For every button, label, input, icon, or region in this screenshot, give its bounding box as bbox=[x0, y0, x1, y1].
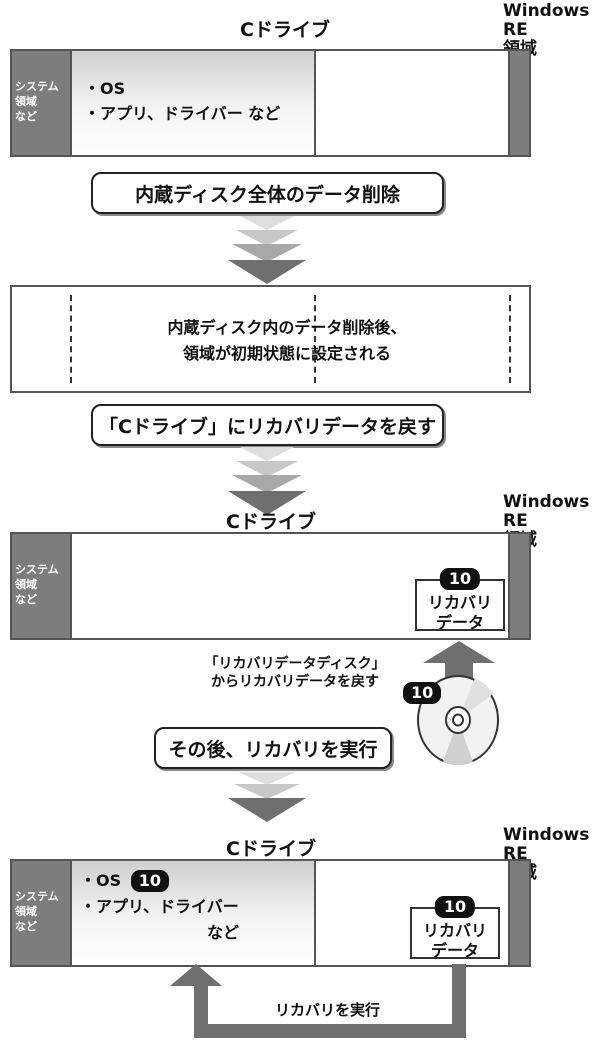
step-run-recovery-label: その後、リカバリを実行 bbox=[168, 738, 378, 761]
c-drive-title-4: Cドライブ bbox=[226, 838, 316, 860]
recovery-data-box-4: 10 リカバリ データ bbox=[410, 896, 500, 960]
winre-label-3-line1: Windows RE bbox=[503, 492, 590, 531]
system-area-4-line3: など bbox=[15, 920, 37, 933]
winre-partition-3 bbox=[508, 534, 529, 638]
system-area-3-line2: 領域 bbox=[15, 578, 37, 591]
recovery-line2-3: データ bbox=[435, 613, 484, 632]
down-arrow-2-icon bbox=[228, 447, 306, 515]
disk-caption-line2: からリカバリデータを戻す bbox=[211, 674, 379, 690]
step-delete-disk-label: 内蔵ディスク全体のデータ削除 bbox=[135, 183, 400, 206]
disk-bar-4: システム 領域 など ・OS 10 ・アプリ、ドライバー など 10 リカバリ … bbox=[10, 859, 531, 967]
system-area-1-line1: システム bbox=[15, 80, 59, 93]
system-area-3-line3: など bbox=[15, 593, 37, 606]
system-area-3: システム 領域 など bbox=[12, 534, 72, 638]
run-recovery-arrow-icon bbox=[170, 964, 466, 1038]
system-area-4-line2: 領域 bbox=[15, 905, 37, 918]
recovery-line1-4: リカバリ bbox=[422, 921, 487, 940]
disk-bar-1: システム 領域 など ・OS ・アプリ、ドライバー など bbox=[10, 49, 531, 157]
system-area-3-line1: システム bbox=[15, 563, 59, 576]
os-partition-4: ・OS 10 ・アプリ、ドライバー など bbox=[72, 861, 316, 965]
divider-dashed-2 bbox=[314, 295, 316, 383]
disk-caption-line1: 「リカバリデータディスク」 bbox=[204, 656, 386, 672]
system-area-1-line3: など bbox=[15, 110, 37, 123]
step-restore-c-drive: 「Cドライブ」にリカバリデータを戻す bbox=[91, 404, 444, 446]
c-drive-title-1: Cドライブ bbox=[240, 19, 330, 41]
run-recovery-label: リカバリを実行 bbox=[275, 1001, 381, 1019]
winre-label-4-line1: Windows RE bbox=[503, 825, 590, 864]
os-partition-1: ・OS ・アプリ、ドライバー など bbox=[72, 51, 316, 155]
recovery-line1-3: リカバリ bbox=[427, 593, 492, 612]
os-item-1: ・OS bbox=[84, 79, 126, 98]
reset-message: 内蔵ディスク内のデータ削除後、 領域が初期状態に設定される bbox=[132, 315, 442, 367]
recovery-badge-4: 10 bbox=[434, 896, 476, 918]
divider-dashed-1 bbox=[70, 295, 72, 383]
recovery-line2-4: データ bbox=[430, 941, 479, 960]
disk-caption: 「リカバリデータディスク」 からリカバリデータを戻す bbox=[175, 655, 415, 691]
disk-bar-2: 内蔵ディスク内のデータ削除後、 領域が初期状態に設定される bbox=[10, 285, 531, 393]
system-area-1-line2: 領域 bbox=[15, 95, 37, 108]
apps-item-1: ・アプリ、ドライバー など bbox=[84, 104, 281, 123]
apps-item-4: ・アプリ、ドライバー bbox=[80, 897, 239, 916]
system-area-4-line1: システム bbox=[15, 890, 59, 903]
down-arrow-1-icon bbox=[228, 216, 306, 284]
reset-message-line2: 領域が初期状態に設定される bbox=[182, 344, 391, 363]
disk-bar-3: システム 領域 など 10 リカバリ データ bbox=[10, 532, 531, 640]
os-item-4-label: ・OS bbox=[80, 871, 122, 890]
system-area-4: システム 領域 など bbox=[12, 861, 72, 965]
os-badge-4: 10 bbox=[130, 870, 169, 892]
recovery-data-box-3: 10 リカバリ データ bbox=[415, 568, 505, 632]
c-drive-title-3: Cドライブ bbox=[226, 511, 316, 533]
winre-partition-1 bbox=[508, 51, 529, 155]
divider-dashed-3 bbox=[509, 295, 511, 383]
winre-label-1-line1: Windows RE bbox=[503, 1, 590, 40]
apps-item-4-suffix: など bbox=[207, 923, 240, 942]
os-item-4: ・OS 10 bbox=[80, 869, 169, 893]
reset-message-line1: 内蔵ディスク内のデータ削除後、 bbox=[167, 318, 407, 337]
step-restore-c-drive-label: 「Cドライブ」にリカバリデータを戻す bbox=[99, 415, 436, 438]
disk-badge: 10 bbox=[403, 682, 442, 704]
winre-partition-4 bbox=[508, 861, 529, 965]
system-area-1: システム 領域 など bbox=[12, 51, 72, 155]
recovery-badge-3: 10 bbox=[439, 568, 481, 590]
step-delete-disk: 内蔵ディスク全体のデータ削除 bbox=[91, 172, 444, 214]
down-arrow-3-icon bbox=[228, 772, 306, 822]
step-run-recovery: その後、リカバリを実行 bbox=[154, 727, 392, 769]
